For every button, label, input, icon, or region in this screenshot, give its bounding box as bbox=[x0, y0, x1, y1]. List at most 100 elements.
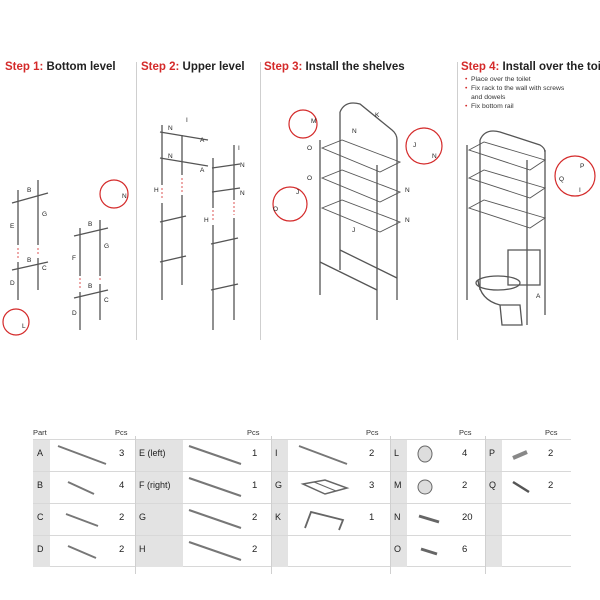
callout-label: I bbox=[186, 117, 188, 124]
part-letter: O bbox=[390, 536, 407, 567]
part-letter: C bbox=[33, 504, 50, 535]
wire-shelf-icon bbox=[300, 479, 350, 495]
callout-label: N bbox=[240, 162, 245, 169]
step-4-notes: Place over the toilet Fix rack to the wa… bbox=[465, 75, 564, 111]
wall-screw-icon bbox=[512, 480, 530, 494]
callout-label: B bbox=[27, 257, 31, 264]
callout-label: A bbox=[536, 293, 541, 300]
short-tube-icon bbox=[67, 481, 95, 495]
part-count: 2 bbox=[548, 480, 554, 491]
table-row: D 2 H 2 O 6 bbox=[33, 535, 571, 567]
part-letter: H bbox=[135, 536, 183, 567]
callout-label: O bbox=[307, 175, 312, 182]
detail-circle bbox=[99, 179, 129, 209]
short-screw-icon bbox=[420, 547, 438, 556]
step-1-title: Step 1: Bottom level bbox=[5, 61, 116, 73]
note-item: Place over the toilet bbox=[465, 75, 564, 84]
long-tube-icon bbox=[188, 541, 242, 561]
pcs-column-header: Pcs bbox=[366, 428, 379, 437]
callout-label: P bbox=[580, 163, 584, 170]
part-count: 3 bbox=[369, 480, 375, 491]
part-count: 2 bbox=[548, 448, 554, 459]
part-count: 1 bbox=[369, 512, 375, 523]
column-divider bbox=[135, 436, 136, 574]
long-tube-icon bbox=[188, 477, 242, 497]
callout-label: H bbox=[154, 187, 159, 194]
callout-label: N bbox=[168, 153, 173, 160]
step-divider bbox=[260, 62, 261, 340]
step-1-frame-right bbox=[73, 220, 109, 330]
step-1-frame-left bbox=[11, 180, 49, 300]
callout-label: N bbox=[405, 217, 410, 224]
part-count: 2 bbox=[119, 544, 125, 555]
step-1-label: Bottom level bbox=[46, 61, 116, 73]
part-count: 2 bbox=[252, 512, 258, 523]
callout-label: D bbox=[72, 310, 77, 317]
step-3-label: Install the shelves bbox=[305, 61, 405, 73]
part-letter: A bbox=[33, 440, 50, 471]
step-3-number: Step 3: bbox=[264, 61, 303, 73]
wall-dowel-icon bbox=[512, 450, 528, 460]
empty-cell bbox=[485, 536, 502, 567]
callout-label: N bbox=[405, 187, 410, 194]
note-item: Fix bottom rail bbox=[465, 102, 564, 111]
step-2-title: Step 2: Upper level bbox=[141, 61, 245, 73]
part-count: 2 bbox=[252, 544, 258, 555]
callout-label: K bbox=[375, 112, 380, 119]
callout-label: F bbox=[72, 255, 76, 262]
callout-label: I bbox=[579, 187, 581, 194]
top-cap-icon bbox=[417, 479, 433, 495]
step-4-title: Step 4: Install over the toilet bbox=[461, 61, 600, 73]
long-tube-icon bbox=[188, 445, 242, 465]
callout-label: I bbox=[238, 145, 240, 152]
toilet bbox=[475, 249, 541, 326]
callout-label: M bbox=[311, 118, 316, 125]
callout-label: N bbox=[432, 153, 437, 160]
part-letter: F (right) bbox=[135, 472, 183, 503]
part-count: 1 bbox=[252, 448, 258, 459]
step-3-title: Step 3: Install the shelves bbox=[264, 61, 405, 73]
callout-label: L bbox=[22, 323, 26, 330]
callout-label: O bbox=[273, 206, 278, 213]
part-letter: P bbox=[485, 440, 502, 471]
step-2-frame-right bbox=[210, 145, 241, 330]
step-1-number: Step 1: bbox=[5, 61, 44, 73]
table-row: B 4 F (right) 1 G 3 M 2 Q 2 bbox=[33, 471, 571, 503]
detail-circle bbox=[2, 308, 30, 336]
long-tube-icon bbox=[188, 509, 242, 529]
part-letter: K bbox=[271, 504, 288, 535]
step-4-number: Step 4: bbox=[461, 61, 500, 73]
part-letter: L bbox=[390, 440, 407, 471]
part-count: 2 bbox=[462, 480, 468, 491]
part-letter: M bbox=[390, 472, 407, 503]
pcs-column-header: Pcs bbox=[247, 428, 260, 437]
table-row: C 2 G 2 K 1 N 20 bbox=[33, 503, 571, 535]
detail-circle bbox=[272, 186, 308, 222]
part-letter: B bbox=[33, 472, 50, 503]
callout-label: C bbox=[104, 297, 109, 304]
part-count: 1 bbox=[252, 480, 258, 491]
callout-label: G bbox=[104, 243, 109, 250]
part-letter: E (left) bbox=[135, 440, 183, 471]
part-letter: Q bbox=[485, 472, 502, 503]
callout-label: H bbox=[204, 217, 209, 224]
step-3-shelves bbox=[320, 139, 402, 233]
callout-label: Q bbox=[559, 176, 564, 183]
callout-label: J bbox=[296, 189, 299, 196]
callout-label: N bbox=[122, 193, 127, 200]
foot-cap-icon bbox=[417, 445, 433, 463]
part-letter: G bbox=[271, 472, 288, 503]
part-count: 20 bbox=[462, 512, 473, 523]
detail-circle bbox=[554, 155, 596, 197]
step-divider bbox=[136, 62, 137, 340]
part-letter: D bbox=[33, 536, 50, 567]
callout-label: B bbox=[27, 187, 31, 194]
step-2-frame-left bbox=[159, 125, 209, 300]
part-count: 2 bbox=[369, 448, 375, 459]
note-item: Fix rack to the wall with screws bbox=[465, 84, 564, 93]
callout-label: A bbox=[200, 167, 205, 174]
callout-label: A bbox=[200, 137, 205, 144]
table-row: A 3 E (left) 1 I 2 L 4 P 2 bbox=[33, 439, 571, 471]
step-divider bbox=[457, 62, 458, 340]
part-count: 2 bbox=[119, 512, 125, 523]
